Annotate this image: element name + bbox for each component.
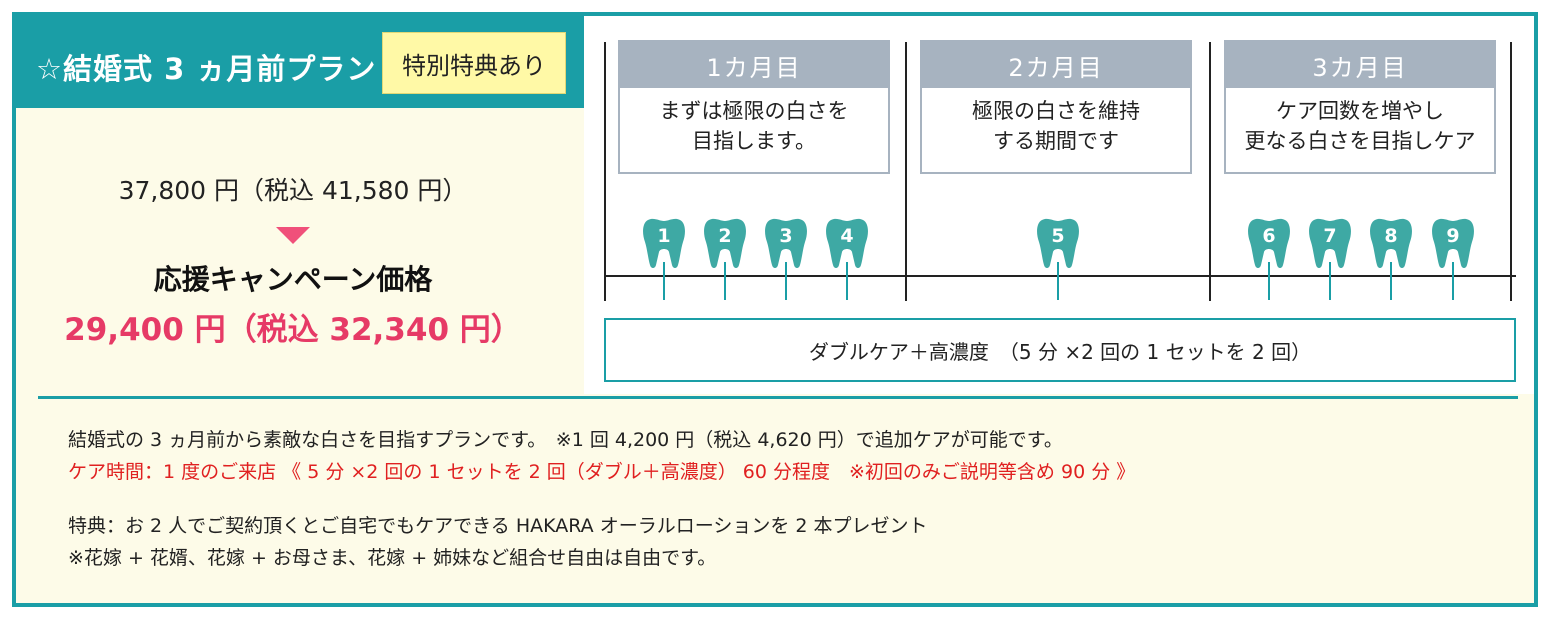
timeline-divider-start	[604, 42, 606, 301]
tooth-icon: 1	[642, 218, 690, 270]
tooth-icon: 7	[1308, 218, 1356, 270]
month-description: ケア回数を増やし 更なる白さを目指しケア	[1244, 99, 1476, 153]
tooth-number: 2	[718, 225, 732, 247]
timeline-divider-month2	[905, 42, 907, 301]
note-benefit: 特典：お 2 人でご契約頂くとご自宅でもケアできる HAKARA オーラルローシ…	[68, 515, 928, 537]
timeline-tick	[1452, 262, 1454, 300]
arrow-down-icon	[276, 227, 310, 244]
special-benefit-badge: 特別特典あり	[382, 32, 566, 94]
timeline-tick	[724, 262, 726, 300]
tooth-number: 6	[1262, 225, 1276, 247]
timeline-tick	[846, 262, 848, 300]
month-box-3: 3カ月目 ケア回数を増やし 更なる白さを目指しケア	[1224, 40, 1496, 174]
campaign-price: 29,400 円（税込 32,340 円）	[64, 312, 522, 348]
regular-price: 37,800 円（税込 41,580 円）	[118, 176, 468, 205]
timeline-divider-month3	[1209, 42, 1211, 301]
timeline-tick	[1057, 262, 1059, 300]
timeline-tick	[1329, 262, 1331, 300]
tooth-number: 5	[1051, 225, 1065, 247]
tooth-number: 9	[1446, 225, 1460, 247]
month-heading: 1カ月目	[620, 42, 888, 88]
tooth-number: 7	[1323, 225, 1337, 247]
tooth-icon: 9	[1431, 218, 1479, 270]
timeline-tick	[785, 262, 787, 300]
note-care-time: ケア時間：1 度のご来店 《 5 分 ×2 回の 1 セットを 2 回（ダブル＋…	[68, 461, 1136, 483]
note-combination: ※花嫁 + 花婿、花嫁 + お母さま、花嫁 + 姉妹など組合せ自由は自由です。	[68, 547, 717, 569]
tooth-icon: 5	[1036, 218, 1084, 270]
price-block: 37,800 円（税込 41,580 円） 応援キャンペーン価格 29,400 …	[26, 171, 560, 349]
timeline-tick	[1268, 262, 1270, 300]
tooth-icon: 4	[825, 218, 873, 270]
tooth-number: 1	[657, 225, 671, 247]
tooth-number: 3	[779, 225, 793, 247]
timeline-tick	[663, 262, 665, 300]
tooth-icon: 6	[1247, 218, 1295, 270]
tooth-number: 4	[840, 225, 854, 247]
campaign-label: 応援キャンペーン価格	[153, 263, 433, 296]
timeline-axis	[604, 275, 1516, 277]
title-bar: ☆結婚式 3 ヵ月前プラン 特別特典あり	[16, 16, 584, 108]
plan-card: ☆結婚式 3 ヵ月前プラン 特別特典あり 37,800 円（税込 41,580 …	[12, 12, 1538, 607]
plan-detail-box: ダブルケア＋高濃度 （5 分 ×2 回の 1 セットを 2 回）	[604, 318, 1516, 382]
note-description: 結婚式の 3 ヵ月前から素敵な白さを目指すプランです。 ※1 回 4,200 円…	[68, 429, 1063, 451]
tooth-icon: 3	[764, 218, 812, 270]
month-description: まずは極限の白さを 目指します。	[659, 99, 849, 153]
month-heading: 3カ月目	[1226, 42, 1494, 88]
month-description: 極限の白さを維持 する期間です	[972, 99, 1140, 153]
plan-title: ☆結婚式 3 ヵ月前プラン	[36, 52, 377, 86]
month-box-2: 2カ月目 極限の白さを維持 する期間です	[920, 40, 1192, 174]
tooth-number: 8	[1384, 225, 1398, 247]
month-box-1: 1カ月目 まずは極限の白さを 目指します。	[618, 40, 890, 174]
month-heading: 2カ月目	[922, 42, 1190, 88]
timeline-tick	[1390, 262, 1392, 300]
tooth-icon: 2	[703, 218, 751, 270]
tooth-icon: 8	[1369, 218, 1417, 270]
plan-notes: 結婚式の 3 ヵ月前から素敵な白さを目指すプランです。 ※1 回 4,200 円…	[68, 424, 1508, 574]
section-divider	[38, 396, 1518, 399]
timeline-divider-end	[1510, 42, 1512, 301]
